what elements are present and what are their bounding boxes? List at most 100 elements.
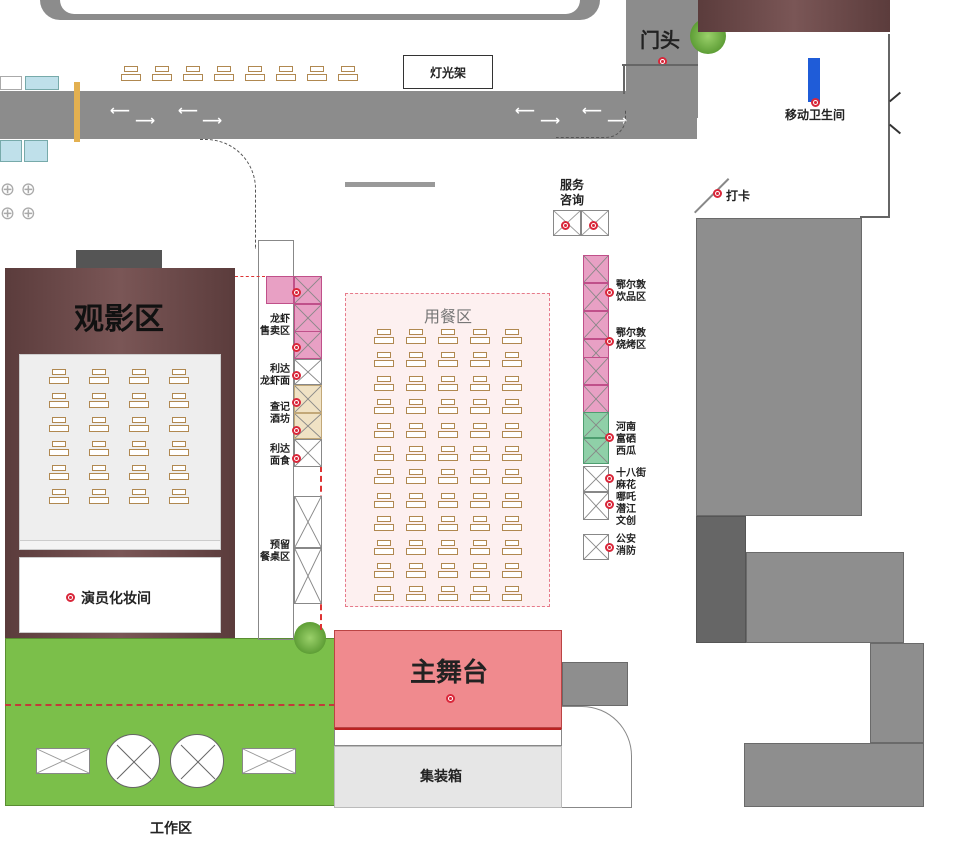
stage-front-strip bbox=[334, 728, 562, 746]
left-tables: ⊕ ⊕⊕ ⊕ bbox=[0, 179, 36, 224]
erdos-bbq-label: 鄂尔敦 烧烤区 bbox=[616, 328, 646, 351]
seat-table bbox=[128, 465, 150, 481]
viewing-stripe bbox=[19, 540, 221, 550]
seat-table bbox=[405, 329, 427, 345]
seat-table bbox=[168, 465, 190, 481]
seat-table bbox=[437, 446, 459, 462]
location-pin-icon bbox=[561, 221, 570, 230]
info-board bbox=[25, 76, 59, 90]
seat-table bbox=[88, 489, 110, 505]
lida-food-booth bbox=[294, 439, 322, 467]
erdos-drink-label: 鄂尔敦 饮品区 bbox=[616, 280, 646, 303]
seat-table bbox=[501, 586, 523, 602]
seat-table bbox=[373, 399, 395, 415]
seat-table bbox=[373, 469, 395, 485]
round-tank bbox=[106, 734, 160, 788]
location-pin-icon bbox=[292, 288, 301, 297]
seat-table bbox=[373, 446, 395, 462]
seat-table bbox=[373, 563, 395, 579]
equipment-box bbox=[242, 748, 296, 774]
seat-table bbox=[88, 369, 110, 385]
seat-table bbox=[469, 352, 491, 368]
stage-side-block bbox=[562, 662, 628, 706]
seat-table bbox=[405, 352, 427, 368]
location-pin-icon bbox=[292, 371, 301, 380]
lida-food-label: 利达 面食 bbox=[270, 444, 290, 467]
seat-table bbox=[405, 539, 427, 556]
light-rack-label: 灯光架 bbox=[429, 66, 466, 80]
seat-table bbox=[373, 539, 395, 556]
seat-table bbox=[373, 516, 395, 532]
seat-table bbox=[501, 352, 523, 368]
seat-table bbox=[48, 441, 70, 457]
seat-table bbox=[437, 563, 459, 579]
right-arrow-icon: ⟶ bbox=[135, 113, 156, 129]
seat-table bbox=[437, 375, 459, 392]
henan-melon-label: 河南 富硒 西瓜 bbox=[616, 422, 636, 457]
right-building-dark bbox=[696, 516, 746, 643]
checkin-label: 打卡 bbox=[726, 189, 751, 203]
erdos-booth bbox=[583, 283, 609, 311]
top-seat-row bbox=[120, 66, 370, 82]
top-right-building bbox=[698, 0, 890, 32]
seat-table bbox=[501, 539, 523, 556]
seat-table bbox=[469, 586, 491, 602]
seat-table bbox=[501, 516, 523, 532]
chaji-label: 查记 酒坊 bbox=[270, 402, 290, 425]
location-pin-icon bbox=[589, 221, 598, 230]
service-booth bbox=[581, 210, 609, 236]
seat-table bbox=[437, 539, 459, 556]
seat-table bbox=[168, 417, 190, 433]
seat-table bbox=[168, 369, 190, 385]
seat-table bbox=[469, 516, 491, 532]
main-stage bbox=[334, 630, 562, 728]
seat-table bbox=[501, 492, 523, 509]
seat-table bbox=[469, 469, 491, 485]
right-building bbox=[870, 643, 924, 743]
seat-table bbox=[48, 489, 70, 505]
seat-table bbox=[405, 586, 427, 602]
seat-table bbox=[501, 469, 523, 485]
seat-table bbox=[501, 329, 523, 345]
seat-table bbox=[128, 393, 150, 409]
seat-table bbox=[373, 329, 395, 345]
location-pin-icon bbox=[605, 500, 614, 509]
location-pin-icon bbox=[66, 593, 75, 602]
seat-table bbox=[168, 489, 190, 505]
seat-table bbox=[469, 492, 491, 509]
info-board bbox=[0, 140, 22, 162]
light-rack: 灯光架 bbox=[403, 55, 493, 89]
seat-table bbox=[373, 492, 395, 509]
seat-table bbox=[437, 492, 459, 509]
dining-area-label: 用餐区 bbox=[424, 307, 473, 326]
seat-table bbox=[405, 422, 427, 439]
toilet-label: 移动卫生间 bbox=[785, 108, 846, 122]
nezha-label: 哪吒 潜江 文创 bbox=[616, 492, 636, 527]
location-pin-icon bbox=[811, 98, 820, 107]
top-road-curve-inner bbox=[60, 0, 580, 14]
dashed-path bbox=[200, 139, 256, 249]
seat-table bbox=[437, 516, 459, 532]
seat-table bbox=[501, 375, 523, 392]
seat-table bbox=[405, 492, 427, 509]
red-dashed-guide bbox=[235, 276, 265, 277]
left-arrow-icon: ⟵ bbox=[582, 103, 603, 119]
location-pin-icon bbox=[713, 189, 722, 198]
seat-table bbox=[469, 422, 491, 439]
lida-noodle-label: 利达 龙虾面 bbox=[260, 364, 290, 387]
seat-table bbox=[88, 417, 110, 433]
right-arrow-icon: ⟶ bbox=[540, 113, 561, 129]
seat-table bbox=[48, 465, 70, 481]
seat-table bbox=[373, 352, 395, 368]
police-label: 公安 消防 bbox=[616, 534, 636, 557]
seat-table bbox=[501, 446, 523, 462]
boundary-line bbox=[623, 64, 625, 94]
work-area bbox=[5, 638, 335, 806]
location-pin-icon bbox=[605, 433, 614, 442]
seat-table bbox=[501, 422, 523, 439]
gray-bar bbox=[345, 182, 435, 187]
seat-table bbox=[373, 586, 395, 602]
seat-table bbox=[48, 393, 70, 409]
seat-table bbox=[128, 441, 150, 457]
main-stage-label: 主舞台 bbox=[410, 658, 489, 688]
